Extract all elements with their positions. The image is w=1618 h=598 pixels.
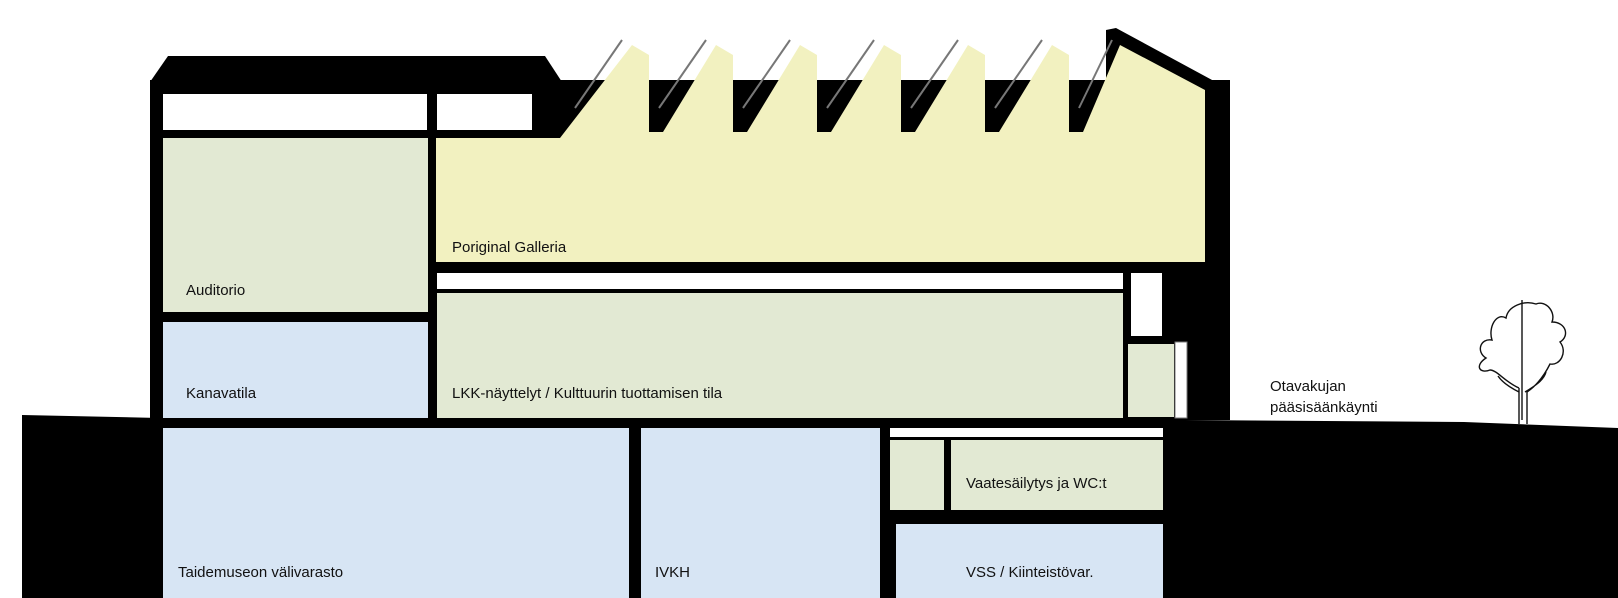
room-vaatesailytys: [951, 440, 1163, 510]
tree-icon: [1478, 300, 1567, 424]
top-room-left: [163, 94, 427, 130]
label-vss: VSS / Kiinteistövar.: [966, 564, 1094, 581]
label-kanavatila: Kanavatila: [186, 385, 257, 402]
room-lkk: [437, 293, 1123, 418]
label-vaatesailytys: Vaatesäilytys ja WC:t: [966, 475, 1107, 492]
band-under-galleria: [437, 273, 1123, 289]
label-valivarasto: Taidemuseon välivarasto: [178, 564, 344, 581]
entrance-line1: Otavakujan: [1270, 378, 1346, 395]
room-galleria: [436, 45, 1205, 262]
entrance-glazing: [1174, 341, 1188, 419]
label-entrance: Otavakujan pääsisäänkäynti: [1270, 376, 1378, 418]
label-galleria: Poriginal Galleria: [452, 239, 567, 256]
shaft-upper: [1131, 273, 1162, 336]
entrance-line2: pääsisäänkäynti: [1270, 399, 1378, 416]
label-lkk: LKK-näyttelyt / Kulttuurin tuottamisen t…: [452, 385, 723, 402]
shaft-lower: [1128, 344, 1174, 417]
band-basement-right: [890, 428, 1163, 437]
room-kanavatila: [163, 322, 428, 418]
skylights: [574, 39, 1113, 109]
label-ivkh: IVKH: [655, 564, 691, 581]
room-vss: [896, 524, 1163, 598]
room-valivarasto: [163, 428, 629, 598]
room-ivkh: [641, 428, 880, 598]
label-auditorio: Auditorio: [186, 282, 246, 299]
room-auditorio: [163, 138, 428, 312]
room-small-wc: [890, 440, 944, 510]
top-room-mid: [437, 94, 532, 130]
